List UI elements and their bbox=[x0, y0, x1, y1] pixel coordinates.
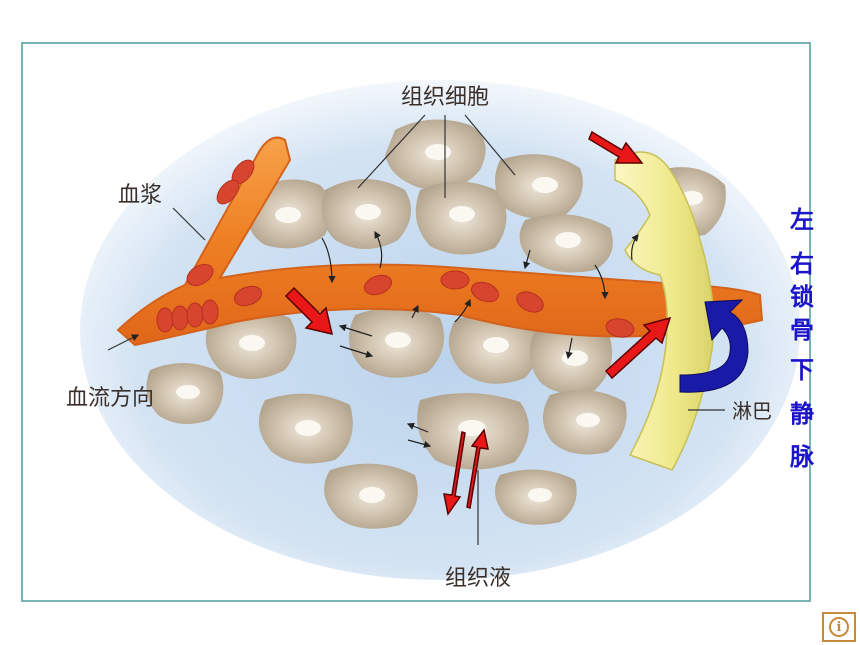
leader-plasma bbox=[172, 207, 206, 241]
red-arrow-down bbox=[443, 431, 466, 516]
red-arrow-up bbox=[466, 428, 489, 509]
diffusion-arrow bbox=[407, 439, 432, 448]
diffusion-arrow bbox=[454, 298, 472, 323]
red-flow-arrows bbox=[284, 130, 672, 516]
red-blood-cell bbox=[363, 274, 393, 296]
diffusion-arrow bbox=[321, 237, 336, 284]
tissue-cell bbox=[321, 179, 412, 249]
red-blood-cell bbox=[186, 264, 214, 286]
tissue-cell bbox=[448, 313, 540, 384]
diffusion-arrow bbox=[631, 234, 639, 261]
label-tissue-fluid: 组织液 bbox=[445, 566, 511, 591]
diffusion-arrow bbox=[338, 324, 373, 337]
red-blood-cell bbox=[605, 318, 635, 338]
tissue-cell bbox=[542, 389, 627, 455]
red-arrow-into-lymph bbox=[588, 130, 644, 164]
info-button[interactable]: i bbox=[822, 612, 856, 642]
red-blood-cell bbox=[156, 307, 174, 333]
diffusion-arrow bbox=[406, 422, 429, 433]
tissue-cell bbox=[415, 181, 507, 255]
red-blood-cell bbox=[201, 299, 219, 325]
diffusion-arrow bbox=[594, 264, 609, 300]
red-arrow-to-lymph bbox=[604, 316, 672, 380]
leader-tissue-cell-1 bbox=[357, 114, 426, 189]
leader-blood-flow bbox=[107, 334, 140, 351]
subclavian-char: 静 bbox=[790, 400, 814, 428]
tissue-cell bbox=[146, 362, 224, 424]
subclavian-char: 右 bbox=[790, 250, 814, 278]
red-blood-cell bbox=[470, 281, 500, 303]
label-subclavian-vein: 左 右 锁 骨 下 静 脉 bbox=[789, 206, 815, 471]
diffusion-arrow bbox=[374, 230, 383, 269]
red-blood-cells bbox=[156, 159, 635, 338]
tissue-cell bbox=[324, 463, 418, 529]
info-icon: i bbox=[829, 617, 849, 637]
diffusion-arrow bbox=[565, 337, 573, 360]
tissue-cell bbox=[495, 154, 583, 219]
red-arrow-into-tissue bbox=[284, 286, 334, 336]
subclavian-char: 左 bbox=[790, 206, 814, 234]
subclavian-char: 下 bbox=[790, 356, 814, 384]
tissue-cells bbox=[146, 119, 726, 529]
diffusion-arrow bbox=[411, 304, 419, 319]
label-blood-flow-direction: 血流方向 bbox=[66, 386, 154, 411]
diffusion-arrow bbox=[339, 345, 374, 358]
blue-curved-arrow bbox=[679, 299, 749, 393]
tissue-cell bbox=[519, 214, 613, 273]
diffusion-arrow bbox=[523, 249, 531, 270]
subclavian-char: 骨 bbox=[790, 316, 814, 344]
tissue-cell bbox=[495, 469, 577, 525]
info-glyph: i bbox=[836, 619, 842, 635]
tissue-cell bbox=[348, 307, 444, 378]
tissue-cell bbox=[258, 393, 353, 464]
red-blood-cell bbox=[516, 291, 544, 313]
subclavian-char: 脉 bbox=[789, 443, 815, 471]
red-blood-cell bbox=[186, 302, 204, 328]
red-blood-cell bbox=[216, 179, 240, 205]
tissue-cell bbox=[205, 309, 297, 379]
leader-lines bbox=[107, 114, 725, 545]
tissue-cell bbox=[417, 392, 529, 470]
diffusion-arrows bbox=[321, 230, 639, 448]
blood-capillary bbox=[116, 136, 764, 347]
red-blood-cell bbox=[171, 305, 189, 331]
label-plasma: 血浆 bbox=[118, 183, 162, 208]
label-lymph: 淋巴 bbox=[732, 399, 772, 423]
red-blood-cell bbox=[440, 270, 470, 290]
leader-tissue-cell-3 bbox=[464, 114, 516, 176]
label-tissue-cells: 组织细胞 bbox=[401, 85, 489, 110]
subclavian-char: 锁 bbox=[790, 283, 814, 311]
red-blood-cell bbox=[233, 285, 263, 307]
